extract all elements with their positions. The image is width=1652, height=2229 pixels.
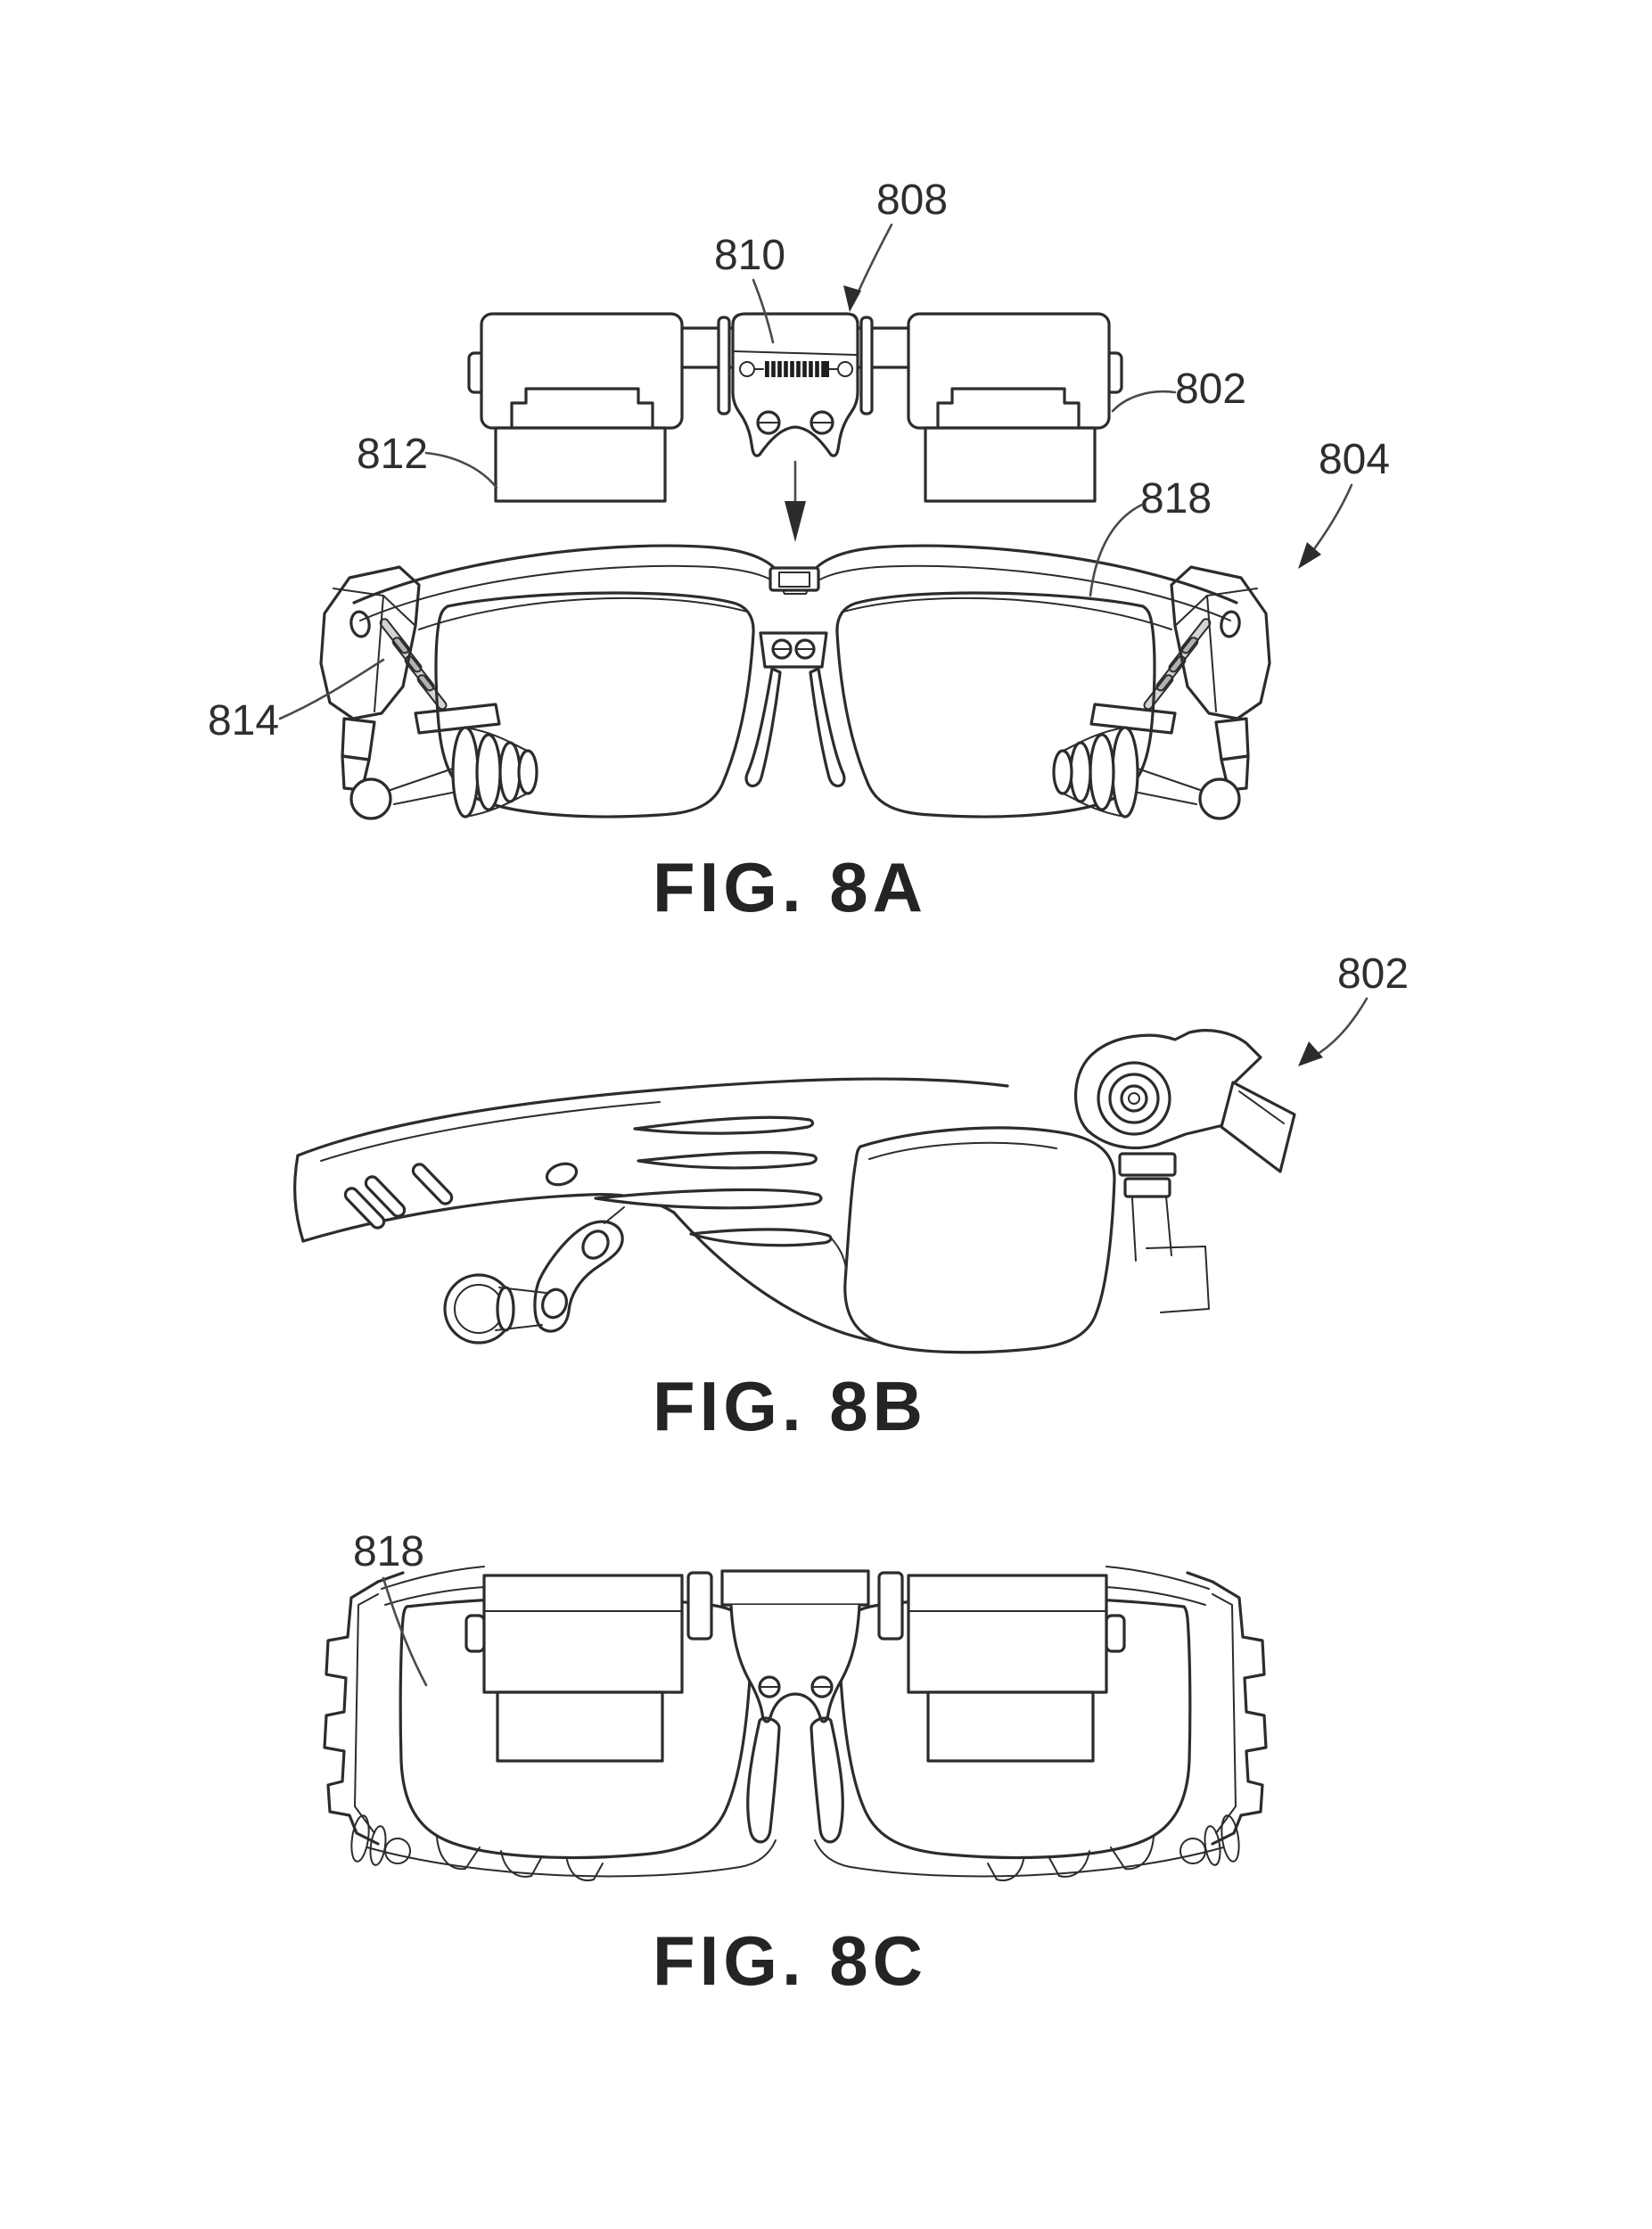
camera-module [1073, 1029, 1296, 1313]
temple-slot [343, 1187, 386, 1230]
ref-label-818a-leader [1089, 503, 1144, 597]
arrow-down-icon [785, 460, 806, 542]
ref-label-802b: 802 [1337, 950, 1409, 998]
eyewear-side-view [293, 1029, 1296, 1354]
center-clamp [686, 1569, 904, 1844]
module-right-box [907, 312, 1123, 503]
sensor-module-assembly [467, 312, 1123, 542]
temple-fork-slots [594, 1115, 833, 1247]
figure-8a: 808 810 812 802 804 818 814 FIG. 8A [208, 177, 1390, 926]
figure-8b: 802 FIG. 8B [293, 950, 1409, 1445]
figure-8c: 818 FIG. 8C [323, 1528, 1268, 2000]
ref-label-802a: 802 [1175, 366, 1246, 413]
ref-label-802a-leader [1111, 390, 1177, 413]
right-hinge-bar [859, 316, 874, 415]
left-module-box [482, 1574, 684, 1694]
ref-label-808-arrow [843, 223, 893, 312]
nose-pad-left [744, 667, 782, 788]
ref-label-814: 814 [208, 697, 279, 744]
temple-hole [545, 1162, 579, 1187]
nose-pad-right [809, 667, 846, 788]
ref-label-808: 808 [876, 177, 948, 224]
ref-label-810-leader [752, 278, 775, 344]
center-mount-tab-inner [778, 572, 810, 588]
right-temple-earbud [1052, 565, 1271, 820]
left-module-lower [496, 1690, 664, 1763]
nose-pad-right [810, 1716, 844, 1844]
earbud-assembly [443, 1206, 625, 1345]
temple-slot [411, 1163, 454, 1205]
bridge-clip [731, 312, 859, 457]
ref-label-812-leader [424, 451, 498, 489]
ref-label-804: 804 [1319, 436, 1390, 483]
ref-label-802b-arrow [1298, 997, 1368, 1066]
left-hinge-bar [717, 316, 731, 415]
ref-label-818c-leader [382, 1576, 428, 1687]
ref-label-812: 812 [357, 431, 428, 478]
left-module-tab [464, 1614, 486, 1653]
right-module-box [907, 1574, 1108, 1694]
ref-label-804-arrow [1298, 483, 1353, 569]
figure-8a-caption: FIG. 8A [653, 848, 927, 926]
right-module-lower [926, 1690, 1095, 1763]
module-left-box [467, 312, 684, 503]
side-lens [843, 1126, 1116, 1354]
brow-inner-line [359, 564, 1231, 621]
figure-8c-caption: FIG. 8C [653, 1921, 927, 2000]
left-temple-earbud [319, 565, 538, 820]
nose-bridge-plate [759, 631, 828, 669]
ref-label-818a: 818 [1140, 475, 1212, 522]
center-mount-tab [768, 566, 820, 592]
ref-label-810: 810 [714, 232, 785, 279]
temple-top-edge [296, 1077, 1009, 1157]
ref-label-818c: 818 [353, 1528, 424, 1575]
right-module-tab [1105, 1614, 1126, 1653]
eyewear-front-assembled [323, 1565, 1268, 1882]
eyewear-front-view [319, 544, 1271, 820]
temple-slot [364, 1175, 407, 1218]
camera-flag-mount [1220, 1081, 1296, 1173]
nose-pad-left [746, 1716, 781, 1844]
ref-label-814-leader [278, 658, 385, 720]
figure-8b-caption: FIG. 8B [653, 1367, 927, 1445]
